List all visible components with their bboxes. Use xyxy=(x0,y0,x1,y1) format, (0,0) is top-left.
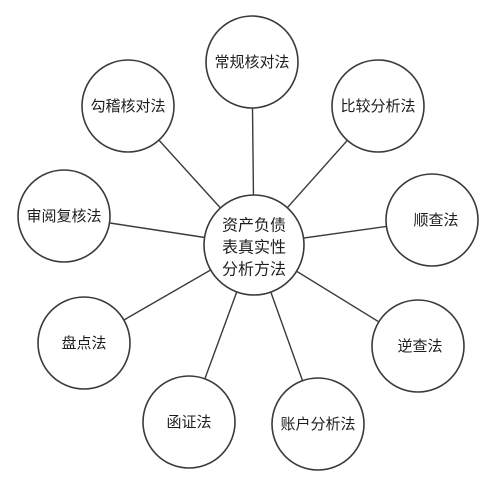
node-label: 函证法 xyxy=(166,413,211,431)
node-label: 常规核对法 xyxy=(214,53,289,71)
node-label: 账户分析法 xyxy=(280,415,355,433)
node-circle xyxy=(205,15,299,109)
node-account-analysis: 账户分析法 xyxy=(271,377,365,471)
node-cross-reference-check: 勾稽核对法 xyxy=(81,59,175,153)
node-circle xyxy=(17,169,111,263)
center-label-line-1: 资产负债 xyxy=(222,216,286,235)
node-physical-count: 盘点法 xyxy=(37,296,131,390)
node-label: 逆查法 xyxy=(397,337,442,355)
node-regular-check: 常规核对法 xyxy=(205,15,299,109)
center-circle xyxy=(203,194,305,296)
node-circle xyxy=(271,377,365,471)
node-circle xyxy=(385,173,479,267)
node-circle xyxy=(371,299,465,393)
node-circle xyxy=(142,375,236,469)
center-label-line-3: 分析方法 xyxy=(222,260,286,279)
center-label-line-2: 表真实性 xyxy=(222,238,286,257)
node-comparative-analysis: 比较分析法 xyxy=(331,59,425,153)
node-label: 审阅复核法 xyxy=(26,207,101,225)
node-confirmation: 函证法 xyxy=(142,375,236,469)
node-review-recheck: 审阅复核法 xyxy=(17,169,111,263)
node-label: 比较分析法 xyxy=(340,97,415,115)
node-label: 顺查法 xyxy=(413,211,458,229)
center-node: 资产负债 表真实性 分析方法 xyxy=(203,194,305,296)
node-circle xyxy=(331,59,425,153)
node-circle xyxy=(37,296,131,390)
node-label: 盘点法 xyxy=(61,334,106,352)
node-circle xyxy=(81,59,175,153)
node-forward-check: 顺查法 xyxy=(385,173,479,267)
node-label: 勾稽核对法 xyxy=(90,97,165,115)
node-reverse-check: 逆查法 xyxy=(371,299,465,393)
